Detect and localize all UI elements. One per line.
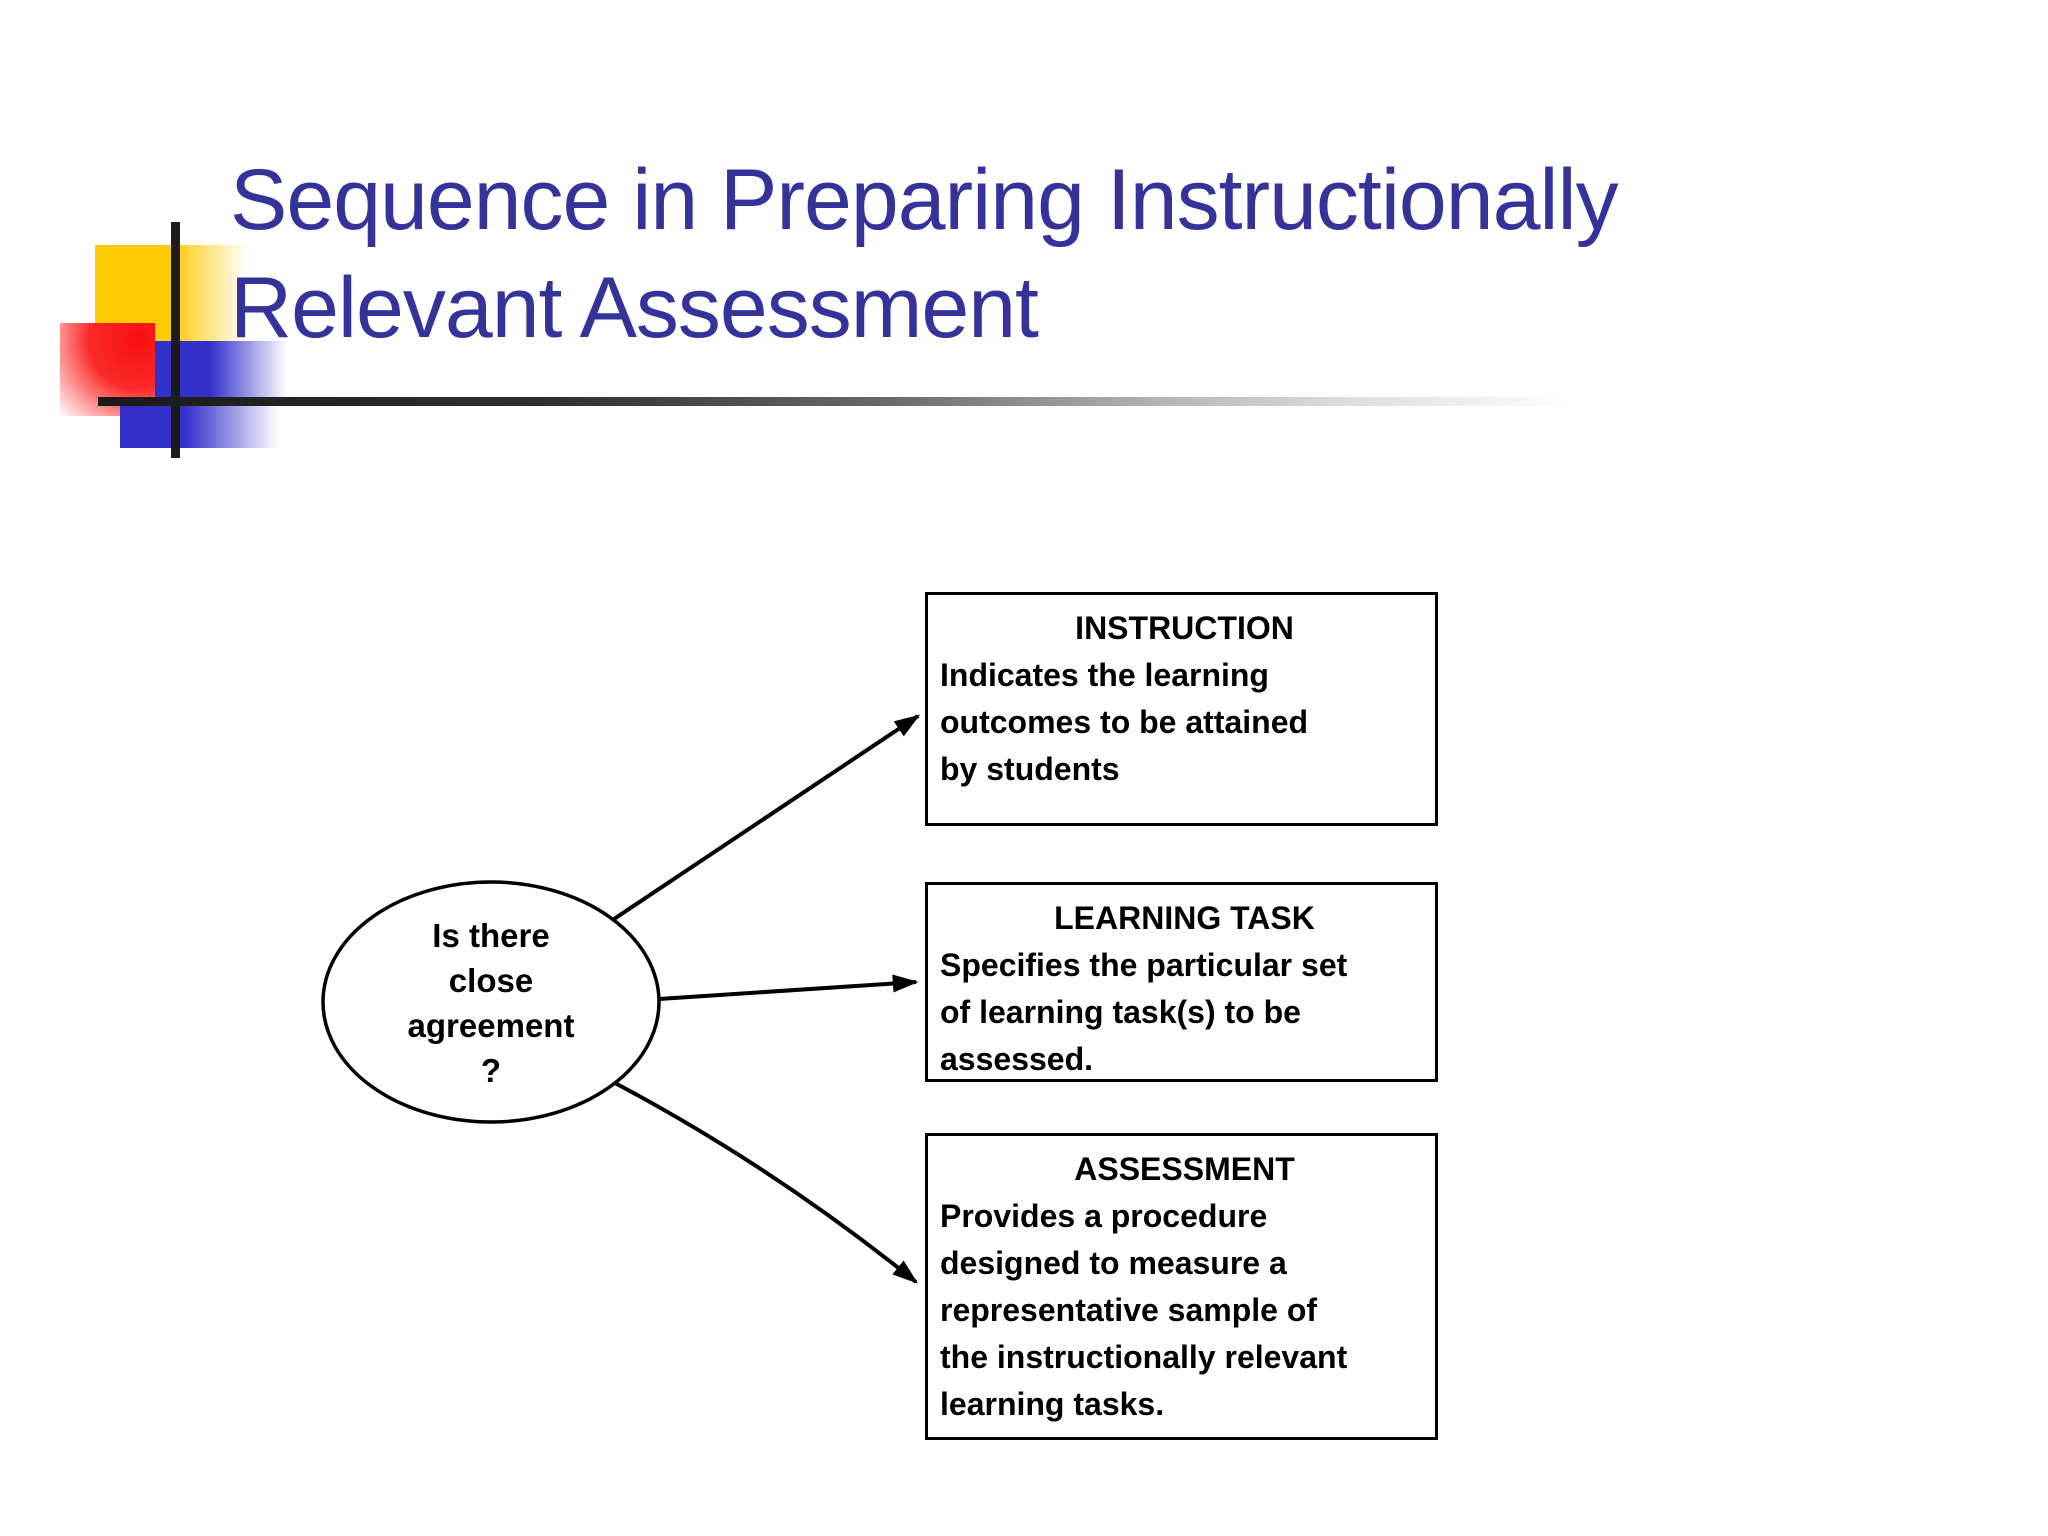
arrow-to-learning-task — [658, 974, 919, 1001]
instruction-box: INSTRUCTION Indicates the learning outco… — [925, 592, 1438, 826]
arrow-to-instruction — [612, 714, 921, 921]
vertical-accent-line — [171, 222, 180, 458]
instruction-body: Indicates the learning outcomes to be at… — [940, 657, 1309, 787]
assessment-box: ASSESSMENT Provides a procedure designed… — [925, 1133, 1438, 1440]
decision-ellipse-label: Is there close agreement ? — [407, 916, 575, 1089]
arrow-to-assessment — [614, 1081, 918, 1284]
learning-task-body: Specifies the particular set of learning… — [940, 947, 1348, 1077]
blue-square-lower — [120, 400, 278, 448]
slide-title: Sequence in Preparing Instructionally Re… — [230, 152, 1619, 356]
instruction-heading: INSTRUCTION — [1075, 610, 1294, 646]
learning-task-box: LEARNING TASK Specifies the particular s… — [925, 882, 1438, 1082]
title-divider-line — [98, 397, 1620, 406]
assessment-heading: ASSESSMENT — [1074, 1151, 1295, 1187]
assessment-body: Provides a procedure designed to measure… — [940, 1198, 1348, 1422]
learning-task-heading: LEARNING TASK — [1054, 900, 1315, 936]
